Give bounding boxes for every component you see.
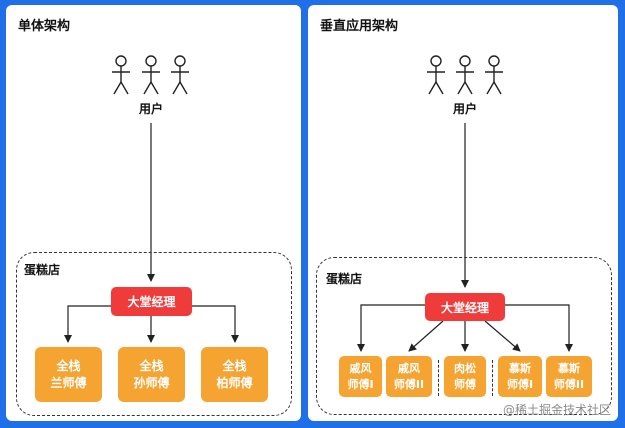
chef-box: 肉松 师傅 [444,356,486,397]
stick-figure-icon [485,55,503,95]
chef-name: 师傅I [347,377,374,391]
group-separator [492,360,493,396]
chef-role: 慕斯 [558,362,580,376]
users-label: 用户 [452,102,477,116]
chef-role: 全栈 [56,359,81,374]
cake-shop-label: 蛋糕店 [326,272,363,286]
cake-shop-boundary [316,257,612,415]
chef-name: 师傅II [553,377,585,391]
lobby-manager-box: 大堂经理 [425,293,505,321]
users-label: 用户 [138,102,163,116]
chef-name: 孙师傅 [133,375,170,390]
monolithic-architecture-panel: 单体架构 用户 蛋糕店 大堂经理 全栈 兰师傅 [6,5,301,421]
stick-figure-icon [112,55,130,95]
panel-title: 垂直应用架构 [320,19,399,34]
chef-name: 兰师傅 [50,375,87,390]
chef-box: 戚风 师傅I [339,356,382,397]
cake-shop-label: 蛋糕店 [24,263,61,277]
group-separator [438,360,439,396]
chef-name: 师傅I [506,377,534,391]
stick-figure-icon [142,55,160,95]
chef-name: 柏师傅 [216,375,253,390]
panel-title: 单体架构 [18,19,71,34]
vertical-architecture-panel: 垂直应用架构 用户 蛋糕店 大堂经理 戚风 师傅I [308,5,618,421]
stick-figure-icon [427,55,445,95]
stick-figure-icon [456,55,474,95]
lobby-manager-box: 大堂经理 [111,287,192,316]
chef-role: 戚风 [398,362,420,376]
stick-figure-icon [171,55,189,95]
watermark: @稀土掘金技术社区 [502,403,611,417]
chef-box: 全栈 兰师傅 [35,347,102,402]
chef-role: 慕斯 [509,362,531,376]
connector-lines [357,55,573,352]
chef-role: 全栈 [222,359,247,374]
chef-name: 师傅II [393,377,425,391]
chef-role: 全栈 [139,359,164,374]
chef-role: 戚风 [349,362,372,376]
connector-lines [64,55,239,343]
chef-name: 师傅 [454,377,476,391]
chef-box: 全栈 孙师傅 [118,347,185,402]
chef-role: 肉松 [454,362,476,376]
chef-box: 慕斯 师傅I [498,356,542,397]
cake-shop-boundary [16,252,292,416]
chef-box: 全栈 柏师傅 [201,347,268,402]
chef-box: 慕斯 师傅II [546,356,592,397]
chef-box: 戚风 师傅II [386,356,432,397]
